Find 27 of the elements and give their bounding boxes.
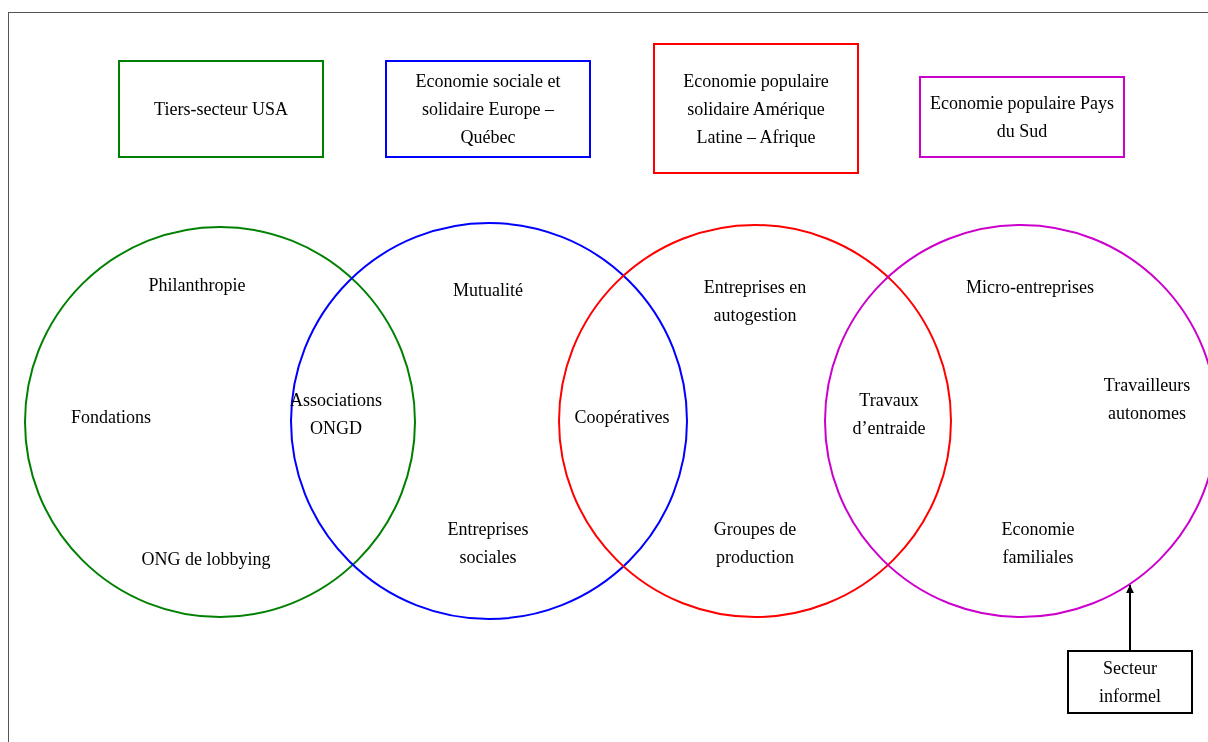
sector-label: Philanthropie: [147, 274, 247, 297]
sector-circle: [24, 226, 416, 618]
sector-label: Fondations: [70, 406, 152, 429]
sector-label: Micro-entreprises: [965, 276, 1095, 299]
sector-label: Coopératives: [573, 406, 671, 429]
box-label: Tiers-secteur USA: [154, 98, 288, 121]
sector-circle: [824, 224, 1208, 618]
sector-label: Travaux d’entraide: [851, 389, 927, 440]
model-box: [653, 43, 859, 174]
arrow: [1126, 584, 1134, 651]
sector-label: Entreprises sociales: [446, 518, 530, 569]
model-box: [118, 60, 324, 158]
model-box: [385, 60, 591, 158]
sector-label: ONG de lobbying: [141, 548, 271, 571]
sector-circle: [558, 224, 952, 618]
model-box: [1067, 650, 1193, 714]
model-box: [919, 76, 1125, 158]
box-label: Economie populaire solidaire Amérique Latine – Afrique: [682, 69, 830, 149]
sector-label: Entreprises en autogestion: [702, 276, 808, 327]
box-label: Secteur informel: [1098, 657, 1162, 708]
sector-circle: [290, 222, 688, 620]
sector-label: Travailleurs autonomes: [1102, 374, 1192, 425]
sector-label: Groupes de production: [712, 518, 798, 569]
sector-label: Mutualité: [452, 279, 524, 302]
sector-label: Economie familiales: [1000, 518, 1076, 569]
box-label: Economie sociale et solidaire Europe – Québec: [414, 70, 562, 149]
box-label: Economie populaire Pays du Sud: [929, 92, 1115, 143]
